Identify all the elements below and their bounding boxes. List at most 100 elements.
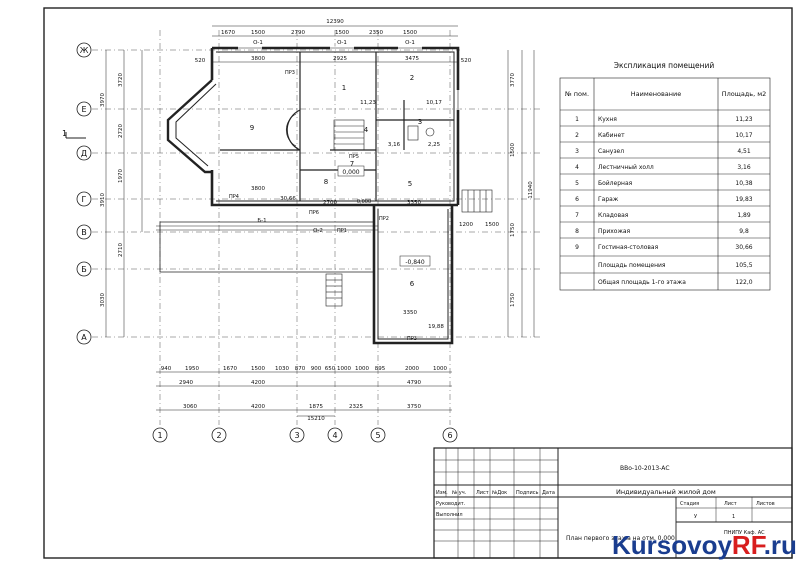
table-cell: Бойлерная bbox=[598, 180, 633, 187]
room-number: 7 bbox=[350, 160, 354, 168]
dim-text: 15210 bbox=[307, 416, 325, 422]
wall-label: О-2 bbox=[313, 228, 323, 234]
dim-text: 2790 bbox=[291, 30, 305, 36]
room-number: 1 bbox=[342, 84, 346, 92]
sheet-title: План первого этажа на отм. 0,000 bbox=[566, 535, 675, 542]
axis-bubble bbox=[76, 145, 92, 161]
dim-text: 1500 bbox=[485, 222, 499, 228]
dim-text: 3475 bbox=[405, 56, 419, 62]
tb-stage-header: Стадия bbox=[680, 501, 699, 507]
watermark: KursovoyRF.ru bbox=[612, 530, 797, 560]
dim-text: 2710 bbox=[118, 243, 124, 257]
table-title: Экспликация помещений bbox=[614, 61, 715, 70]
room-number: 4 bbox=[364, 126, 369, 134]
table-cell: Гостиная-столовая bbox=[598, 244, 659, 251]
table-cell: Площадь помещения bbox=[598, 262, 666, 269]
axis-bubble bbox=[76, 224, 92, 240]
door-mark: ПР4 bbox=[229, 194, 239, 200]
axis-bubble bbox=[289, 427, 305, 443]
dim-text: 900 bbox=[311, 366, 322, 372]
watermark-text: KursovoyRF.ru bbox=[612, 530, 797, 560]
dim-lines-top bbox=[212, 25, 458, 63]
title-block bbox=[433, 447, 793, 559]
window-glass bbox=[238, 47, 459, 110]
axis-bubbles-letters bbox=[76, 42, 92, 345]
dim-text: 520 bbox=[195, 58, 206, 64]
misc-dimension-texts: 520 3800 2700 3350 3350 1200 1500 520 3,… bbox=[195, 58, 500, 316]
table-cell: 4 bbox=[575, 164, 579, 171]
table-cell: 4,51 bbox=[737, 148, 751, 155]
dim-text: 3030 bbox=[100, 293, 106, 307]
axis-label: 4 bbox=[332, 431, 337, 440]
dim-text: 1950 bbox=[185, 366, 199, 372]
axis-letter-labels: Ж Е Д Г В Б А bbox=[80, 46, 89, 342]
table-grid bbox=[559, 77, 771, 291]
table-cell: 6 bbox=[575, 196, 579, 203]
dim-text: 4790 bbox=[407, 380, 421, 386]
window-mark: О-1 bbox=[405, 40, 415, 46]
stair-main bbox=[333, 119, 365, 151]
dim-text: 3060 bbox=[183, 404, 197, 410]
bay-window-inner bbox=[175, 83, 217, 167]
axis-bubble bbox=[327, 427, 343, 443]
table-cell: 1,89 bbox=[737, 212, 751, 219]
dim-text: 1500 bbox=[251, 30, 265, 36]
axis-bubble bbox=[370, 427, 386, 443]
sink-fixture bbox=[425, 127, 435, 137]
grid-axes-horizontal bbox=[92, 49, 540, 338]
room-number: 3 bbox=[418, 118, 422, 126]
table-cell: 5 bbox=[575, 180, 579, 187]
axis-label: В bbox=[81, 228, 87, 237]
tb-header: №Док bbox=[492, 490, 507, 496]
axis-bubble bbox=[76, 261, 92, 277]
interior-walls bbox=[220, 52, 454, 201]
axis-bubbles-numbers bbox=[152, 427, 458, 443]
door-mark: ПР3 bbox=[407, 336, 417, 342]
garage-inner bbox=[377, 209, 449, 340]
dim-text: 2720 bbox=[118, 124, 124, 138]
tb-stage-header: Листов bbox=[756, 501, 775, 507]
tb-header: Подпись bbox=[516, 490, 539, 496]
project-name: Индивидуальный жилой дом bbox=[616, 488, 716, 496]
doc-code: ВВо-10-2013-АС bbox=[620, 465, 670, 472]
window-mark: О-1 bbox=[337, 40, 347, 46]
dim-text: 1500 bbox=[335, 30, 349, 36]
axis-bubble bbox=[76, 42, 92, 58]
dim-text: 3800 bbox=[251, 56, 265, 62]
level-marks: 0,000 -0,840 0,000 bbox=[337, 165, 431, 267]
dim-text: 2925 bbox=[333, 56, 347, 62]
stair-side bbox=[461, 189, 493, 213]
axis-bubble bbox=[76, 191, 92, 207]
table-cell: Кабинет bbox=[598, 132, 625, 139]
level-mark: -0,840 bbox=[405, 259, 425, 266]
axis-label: Ж bbox=[80, 46, 89, 55]
dim-text: 3350 bbox=[403, 310, 417, 316]
dim-text: 1500 bbox=[510, 143, 516, 157]
axis-label: Е bbox=[81, 105, 86, 114]
axis-bubble bbox=[152, 427, 168, 443]
table-cell: 2 bbox=[575, 132, 579, 139]
door-marks: ПР3 ПР4 ПР5 ПР6 ПР1 ПР2 ПР3 bbox=[229, 70, 417, 342]
table-cell: 8 bbox=[575, 228, 579, 235]
dim-text: 1200 bbox=[459, 222, 473, 228]
room-number: 6 bbox=[410, 280, 415, 288]
dim-lines-bottom bbox=[156, 371, 452, 417]
garage-wall bbox=[372, 205, 454, 345]
watermark-tail: .ru bbox=[764, 530, 797, 560]
table-cell: 19,83 bbox=[735, 196, 752, 203]
dim-text: 3350 bbox=[407, 200, 421, 206]
round-wall bbox=[286, 109, 301, 151]
dim-text: 2700 bbox=[323, 200, 337, 206]
axis-label: 2 bbox=[216, 431, 221, 440]
window-mark: О-1 bbox=[253, 40, 263, 46]
axis-bubble bbox=[76, 329, 92, 345]
section-arrow bbox=[65, 132, 86, 139]
room-number: 5 bbox=[408, 180, 412, 188]
level-mark: 0,000 bbox=[357, 199, 371, 205]
axis-label: Г bbox=[82, 195, 87, 204]
room-area: 19,88 bbox=[428, 324, 444, 330]
tb-org: ПНИПУ Каф. АС bbox=[724, 530, 765, 536]
room-area: 30,66 bbox=[280, 196, 296, 202]
dim-lines-right bbox=[507, 50, 535, 337]
table-cell: 1 bbox=[575, 116, 579, 123]
